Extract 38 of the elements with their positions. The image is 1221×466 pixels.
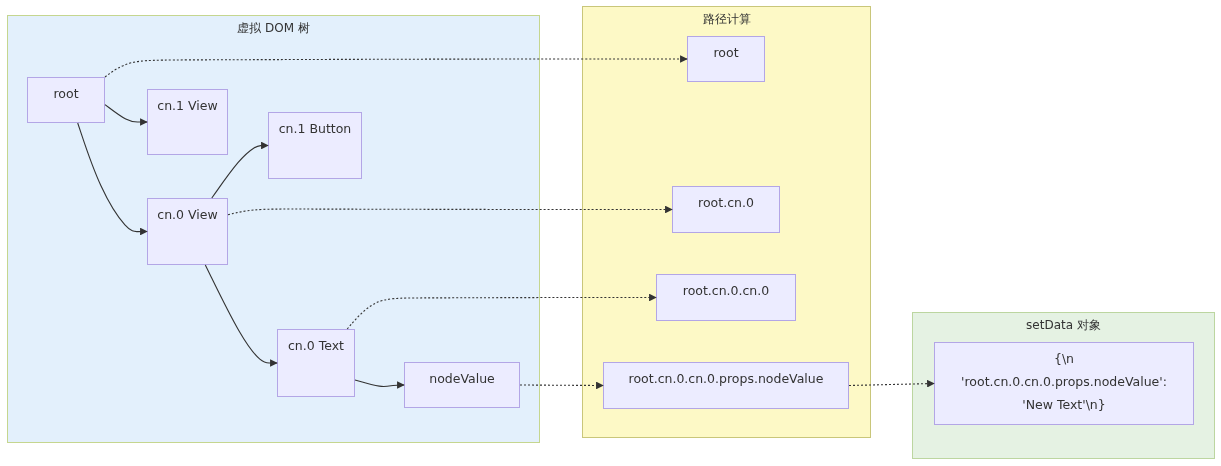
process-box (672, 186, 780, 233)
process-box (277, 329, 355, 397)
dotted-arrow (848, 379, 935, 388)
dotted-arrow (104, 55, 688, 78)
node-label: {\n 'root.cn.0.cn.0.props.nodeValue': 'New Text'\n} (960, 350, 1168, 415)
arrow (204, 264, 278, 367)
arrow (211, 141, 269, 199)
process-box (147, 198, 228, 265)
group-panel (7, 15, 540, 443)
process-box (27, 77, 105, 123)
node-label: cn.1 View (156, 97, 219, 115)
process-box (687, 36, 765, 82)
node-label: root.cn.0.cn.0 (681, 282, 771, 300)
node-label: root.cn.0 (697, 194, 755, 212)
group-panel (912, 312, 1215, 459)
node-label: cn.1 Button (277, 120, 353, 138)
process-box (656, 274, 796, 321)
process-box (268, 112, 362, 179)
group-title: 虚拟 DOM 树 (236, 20, 311, 37)
arrow (77, 122, 148, 236)
node-label: nodeValue (428, 370, 496, 388)
process-box (147, 89, 228, 155)
node-label: cn.0 Text (287, 337, 345, 355)
arrow (104, 104, 148, 126)
dotted-arrow (346, 293, 657, 330)
group-title: 路径计算 (701, 11, 752, 28)
node-label: root.cn.0.cn.0.props.nodeValue (627, 370, 825, 388)
node-label: cn.0 View (156, 206, 219, 224)
dotted-arrow (519, 381, 604, 390)
group-title: setData 对象 (1025, 317, 1102, 334)
node-label: root (712, 44, 740, 62)
process-box (603, 362, 849, 409)
process-box (934, 342, 1194, 425)
dotted-arrow (227, 205, 673, 216)
arrow (354, 379, 405, 389)
node-label: root (52, 85, 80, 103)
process-box (404, 362, 520, 408)
group-panel (582, 6, 871, 438)
